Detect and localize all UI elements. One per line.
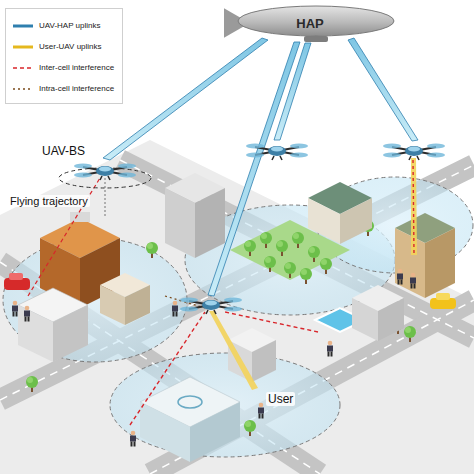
inter-cell-line [225,312,318,332]
user-uplink [411,158,417,255]
legend-line-sample [12,64,34,72]
legend-row: Inter-cell interference [12,63,114,72]
lower-right-building [352,285,404,341]
airship-gondola [304,36,328,42]
user-uplink [209,311,258,390]
white-building [18,288,88,362]
trees [26,212,416,436]
airship-body [238,6,394,36]
legend-text: User-UAV uplinks [39,42,102,51]
red-car [4,273,30,290]
green-house [308,182,372,244]
legend-row: Intra-cell interference [12,84,114,93]
legend-line-sample [12,22,34,30]
uav-hap-beams [103,38,418,296]
altitude-line [105,178,106,218]
user-label: User [266,392,295,406]
node-label: HAP [296,16,323,31]
uav-drones [74,144,445,315]
ground [0,140,474,474]
legend-line-sample [12,85,34,93]
legend-text: Inter-cell interference [39,63,114,72]
legend-text: Intra-cell interference [39,84,114,93]
legend-line-sample [12,43,34,51]
right-building [395,213,455,298]
tall-building [165,173,225,258]
legend-row: User-UAV uplinks [12,42,114,51]
roads [0,160,474,474]
legend-text: UAV-HAP uplinks [39,21,101,30]
trajectory-label: Flying trajectory [8,195,90,207]
house [100,273,150,325]
legend-box: UAV-HAP uplinksUser-UAV uplinksInter-cel… [5,8,123,104]
legend-row: UAV-HAP uplinks [12,21,114,30]
inter-cell-line [413,160,414,254]
inter-cell-line [130,312,205,425]
hospital-building [140,377,240,462]
airship-node: HAP [218,2,402,44]
uav-label: UAV-BS [40,144,87,158]
road-markings [0,160,474,474]
taxi [430,293,456,309]
